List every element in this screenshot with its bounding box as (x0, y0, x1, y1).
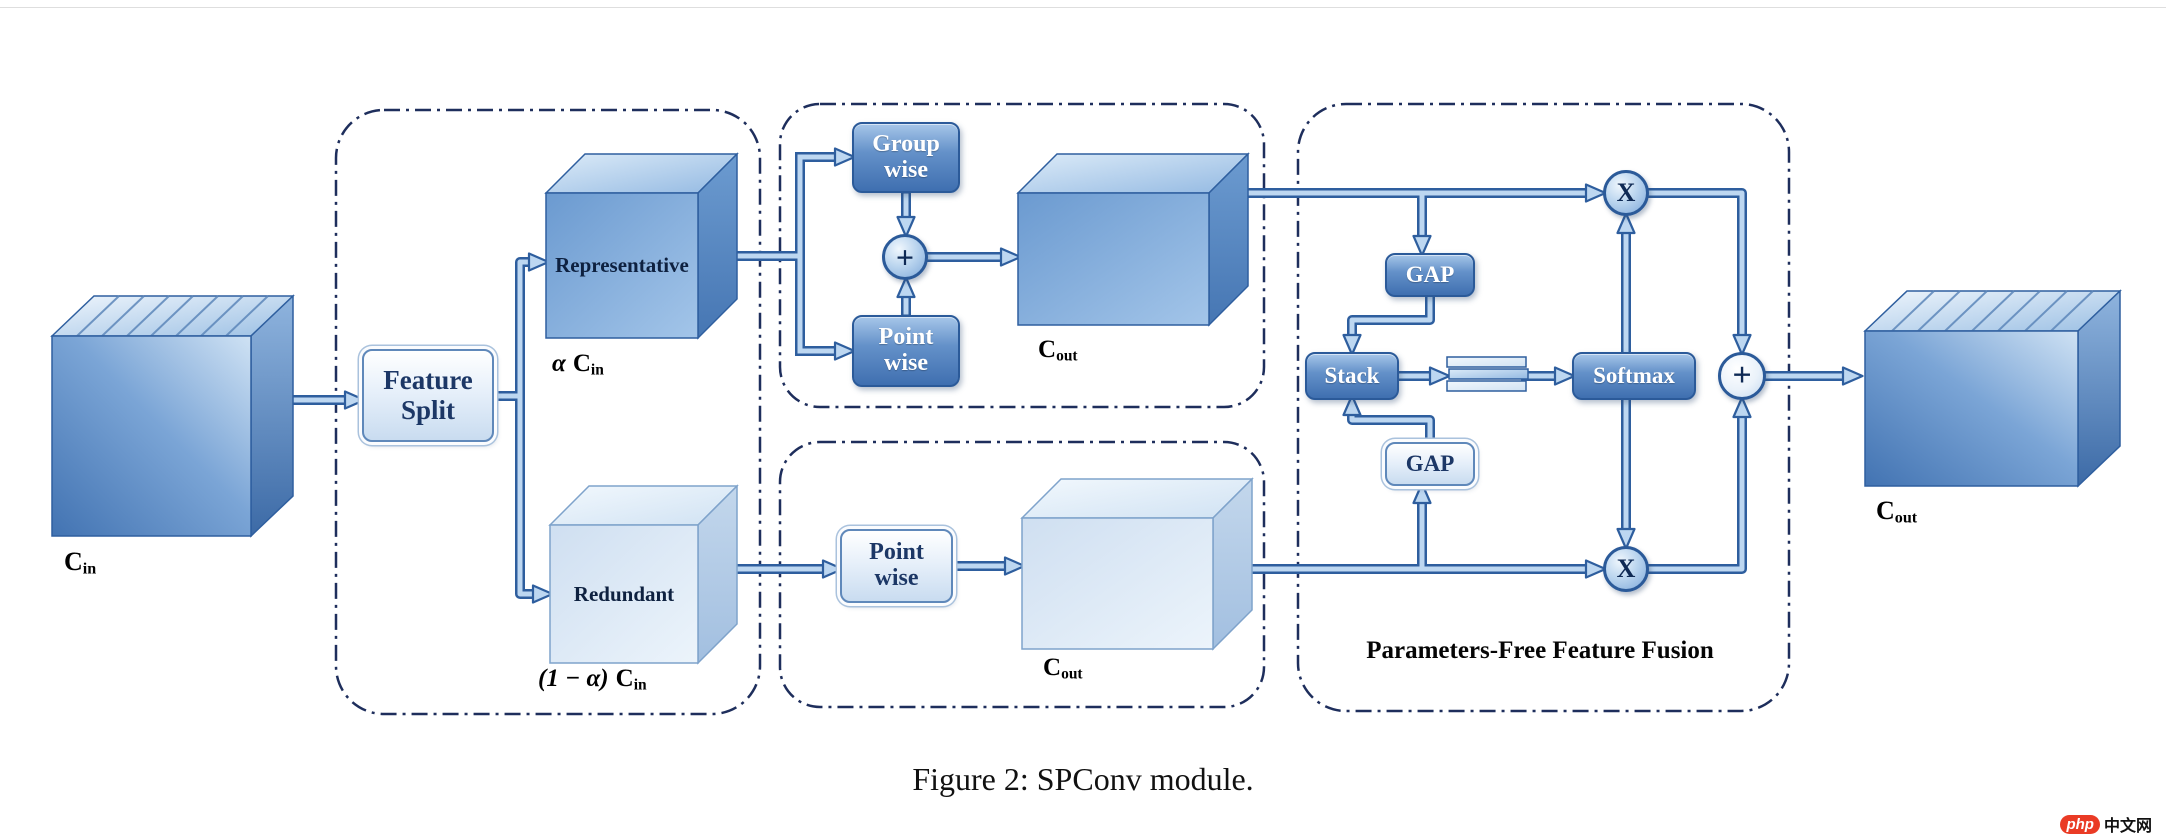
output-cube-stripes (1891, 290, 2094, 332)
gap-top-box: GAP (1385, 253, 1475, 297)
fusion-region-title: Parameters-Free Feature Fusion (1366, 637, 1714, 664)
add-branch-circle: + (882, 234, 928, 280)
redundant-conv-region (778, 440, 1266, 709)
redundant-coef: (1 − α) (538, 665, 609, 692)
input-cube-label-base: C (64, 547, 83, 576)
input-cube-label-sub: in (82, 560, 97, 578)
top-divider (0, 7, 2166, 8)
cout-top-label-sub: out (1056, 347, 1078, 365)
point-wise-top-label-line2: wise (884, 350, 928, 376)
representative-channel-base: C (572, 350, 591, 377)
cout-top-cube (1016, 152, 1250, 327)
point-wise-bottom-label-line2: wise (874, 565, 919, 591)
representative-conv-region (778, 102, 1266, 409)
figure-caption: Figure 2: SPConv module. (912, 761, 1254, 797)
add-fusion-circle: + (1718, 352, 1766, 400)
feature-split-label-line1: Feature (383, 365, 473, 396)
redundant-channel-sub: in (633, 676, 647, 694)
redundant-cube (548, 484, 739, 665)
input-cube-stripes (76, 295, 269, 337)
group-wise-box: Group wise (852, 122, 960, 193)
redundant-channel-base: C (615, 665, 634, 692)
feature-split-region (334, 108, 762, 716)
cout-bottom-label-sub: out (1061, 665, 1083, 683)
representative-cube (544, 152, 739, 340)
point-wise-top-box: Point wise (852, 315, 960, 387)
cout-top-label: Cout (1038, 336, 1078, 364)
attention-vectors (1446, 356, 1529, 392)
arrow-multiply-bottom-to-add (1649, 416, 1742, 569)
softmax-box: Softmax (1572, 352, 1696, 400)
stack-box: Stack (1305, 352, 1399, 400)
arrow-gap-bottom-to-stack (1352, 414, 1430, 442)
multiply-top-circle: X (1603, 170, 1649, 216)
watermark-logo[interactable]: php (2060, 814, 2100, 834)
cout-bottom-label-base: C (1043, 654, 1062, 681)
output-cube-label: Cout (1876, 496, 1917, 526)
output-cube-label-sub: out (1894, 509, 1918, 527)
gap-bottom-box: GAP (1385, 442, 1475, 486)
input-cube (50, 294, 295, 538)
representative-coef: α (552, 350, 566, 377)
feature-split-box: Feature Split (362, 349, 494, 442)
watermark[interactable]: php 中文网 (2060, 812, 2152, 836)
input-cube-label: Cin (64, 547, 96, 577)
watermark-site-name: 中文网 (2103, 818, 2152, 835)
cout-bottom-label: Cout (1043, 654, 1083, 682)
cout-bottom-cube (1020, 477, 1254, 651)
point-wise-bottom-box: Point wise (840, 529, 953, 603)
multiply-bottom-circle: X (1603, 546, 1649, 592)
fusion-region (1296, 102, 1791, 713)
arrow-multiply-top-to-add (1649, 193, 1742, 336)
output-cube-label-base: C (1876, 496, 1895, 525)
redundant-channels-label: (1 − α)Cin (538, 665, 647, 693)
group-wise-label-line1: Group (872, 130, 940, 157)
output-cube (1863, 289, 2122, 488)
representative-cube-label: Representative (555, 253, 689, 277)
point-wise-top-label-line1: Point (878, 324, 934, 351)
group-wise-label-line2: wise (884, 156, 928, 183)
arrow-split-to-redundant (520, 396, 534, 594)
feature-split-label-line2: Split (400, 394, 456, 425)
redundant-cube-label: Redundant (573, 581, 675, 606)
cout-top-label-base: C (1038, 336, 1057, 363)
point-wise-bottom-label-line1: Point (869, 539, 924, 566)
representative-channel-sub: in (590, 361, 604, 379)
